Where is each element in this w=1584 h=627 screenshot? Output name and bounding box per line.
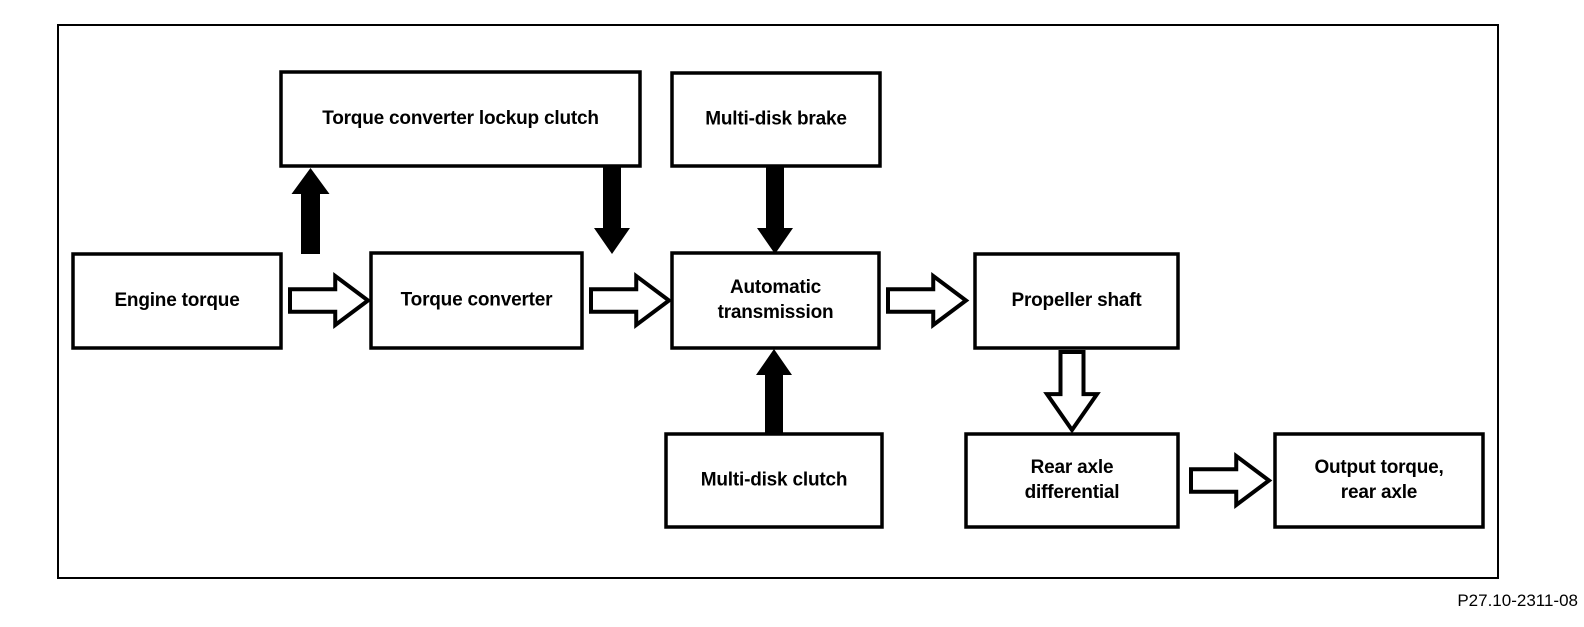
node-output-torque-rear-axle[interactable]: Output torque, rear axle (1273, 432, 1485, 529)
arrow-engine-to-torque-converter (288, 272, 372, 329)
nodes-layer: Engine torque Torque converter lockup clu… (71, 70, 1485, 529)
node-box-rear-axle-differential (964, 432, 1180, 529)
node-box-multi-disk-clutch (664, 432, 884, 529)
node-engine-torque[interactable]: Engine torque (71, 252, 283, 350)
node-box-automatic-transmission (670, 251, 881, 350)
arrow-automatic-transmission-to-propeller-shaft (886, 272, 970, 329)
node-torque-converter-lockup-clutch[interactable]: Torque converter lockup clutch (279, 70, 642, 168)
node-box-torque-converter-lockup-clutch (279, 70, 642, 168)
node-label-automatic-transmission: transmission (718, 302, 834, 323)
node-box-engine-torque (71, 252, 283, 350)
node-propeller-shaft[interactable]: Propeller shaft (973, 252, 1180, 350)
node-multi-disk-brake[interactable]: Multi-disk brake (670, 71, 882, 168)
node-multi-disk-clutch[interactable]: Multi-disk clutch (664, 432, 884, 529)
diagram-caption: P27.10-2311-08 (1457, 591, 1578, 610)
node-label-propeller-shaft: Propeller shaft (1011, 290, 1142, 311)
node-label-torque-converter: Torque converter (401, 290, 553, 311)
node-label-rear-axle-differential: differential (1025, 482, 1120, 503)
node-label-engine-torque: Engine torque (114, 290, 239, 311)
node-label-automatic-transmission: Automatic (730, 277, 822, 298)
connections-layer (288, 166, 1273, 509)
arrow-propeller-shaft-to-rear-axle-differential (1043, 350, 1101, 434)
node-label-torque-converter-lockup-clutch: Torque converter lockup clutch (322, 108, 599, 129)
node-box-output-torque-rear-axle (1273, 432, 1485, 529)
diagram-border (57, 24, 1499, 579)
arrow-rear-axle-differential-to-output-torque (1189, 452, 1273, 509)
node-torque-converter[interactable]: Torque converter (369, 251, 584, 350)
arrow-torque-converter-to-lockup-clutch (291, 168, 330, 254)
arrow-multi-disk-brake-to-automatic-transmission (757, 166, 793, 254)
arrow-lockup-clutch-to-automatic-transmission (594, 166, 630, 254)
node-box-multi-disk-brake (670, 71, 882, 168)
node-label-output-torque-rear-axle: rear axle (1341, 482, 1417, 503)
node-label-output-torque-rear-axle: Output torque, (1314, 457, 1443, 478)
node-label-multi-disk-brake: Multi-disk brake (705, 109, 846, 130)
node-label-rear-axle-differential: Rear axle (1031, 457, 1114, 478)
node-box-propeller-shaft (973, 252, 1180, 350)
diagram-frame (57, 24, 1499, 579)
arrow-multi-disk-clutch-to-automatic-transmission (756, 349, 792, 435)
node-box-torque-converter (369, 251, 584, 350)
node-automatic-transmission[interactable]: Automatic transmission (670, 251, 881, 350)
node-label-multi-disk-clutch: Multi-disk clutch (701, 470, 848, 491)
node-rear-axle-differential[interactable]: Rear axle differential (964, 432, 1180, 529)
arrow-torque-converter-to-automatic-transmission (589, 272, 673, 329)
